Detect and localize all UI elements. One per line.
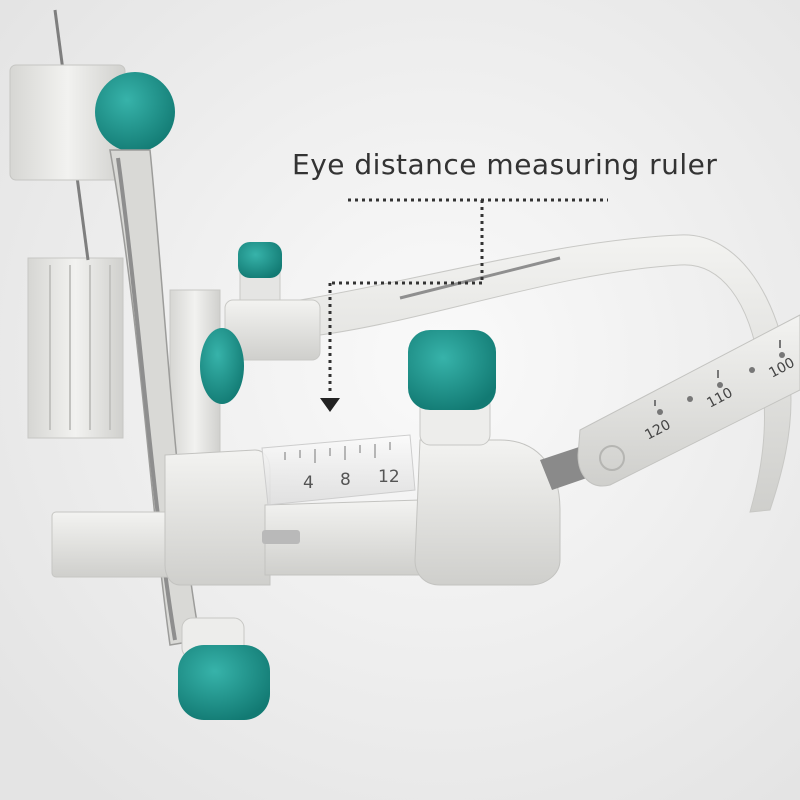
callout-arrow-head [320,398,340,412]
back-arm-slot [399,256,561,300]
top-teal-cap [95,72,175,152]
clear-scale-label-8: 8 [340,470,351,490]
right-arm-tick-lines [654,340,781,406]
left-slotted-plate [27,257,124,439]
right-arm-ticks [657,352,785,415]
clear-scale-ticks [284,442,391,463]
back-teal-cap [238,242,282,278]
plate-ribs [49,265,111,430]
back-temple-arm [299,234,792,513]
slider-knob-pin [262,530,300,544]
middle-teal-cap [200,328,244,404]
bow-metal-edge [116,157,177,641]
callout-label: Eye distance measuring ruler [292,148,718,181]
clear-scale-label-4: 4 [303,473,314,493]
bottom-teal-cap [178,645,270,720]
right-clamp-block [414,439,561,586]
bottom-left-bar [51,511,173,578]
right-teal-cap [408,330,496,410]
clear-scale-label-12: 12 [378,467,400,487]
right-arm-button [599,445,625,471]
central-holder [164,449,271,586]
callout-leader [328,198,608,395]
